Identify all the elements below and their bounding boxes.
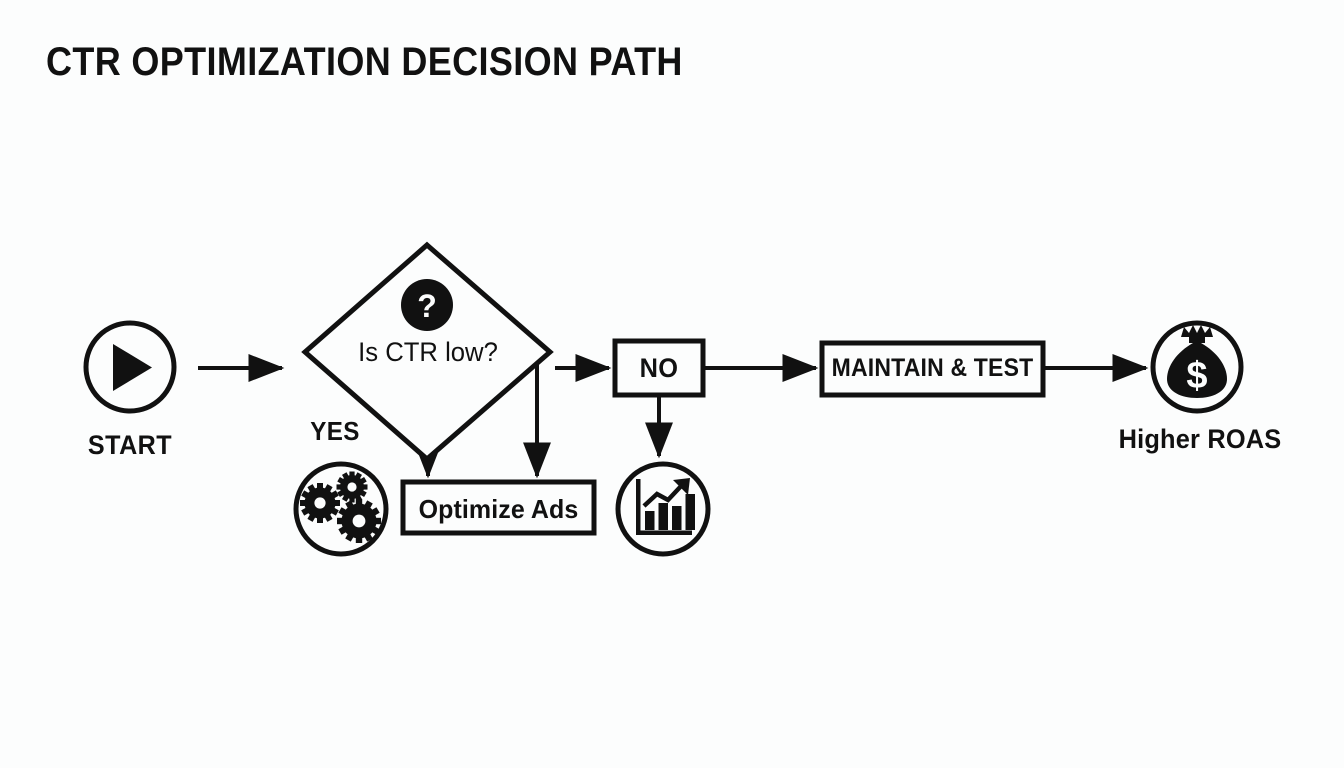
node-label-optimize-ads: Optimize Ads [418,494,579,524]
node-no[interactable] [612,338,706,398]
node-gears[interactable] [293,461,389,557]
play-icon [113,344,152,391]
growth-chart-icon [636,478,695,535]
gears-icon [300,471,381,543]
node-maintain-test[interactable] [819,340,1046,398]
node-higher-roas[interactable]: $ [1150,320,1244,414]
page-title: CTR OPTIMIZATION DECISION PATH [46,40,683,84]
node-start[interactable] [83,320,177,414]
node-label-maintain-test: MAINTAIN & TEST [831,354,1034,382]
node-decision[interactable]: ? [301,241,554,463]
node-optimize-ads[interactable] [400,479,597,536]
node-label-no: NO [639,353,679,383]
node-label-start: START [87,430,173,460]
decision-question-text: Is CTR low? [358,337,498,367]
svg-text:?: ? [417,288,437,324]
svg-text:$: $ [1186,355,1207,397]
node-label-higher-roas: Higher ROAS [1118,424,1282,454]
question-mark-icon: ? [401,279,453,331]
edge-label-yes: YES [310,416,360,446]
node-growth-chart[interactable] [615,461,711,557]
money-bag-icon: $ [1167,325,1227,398]
